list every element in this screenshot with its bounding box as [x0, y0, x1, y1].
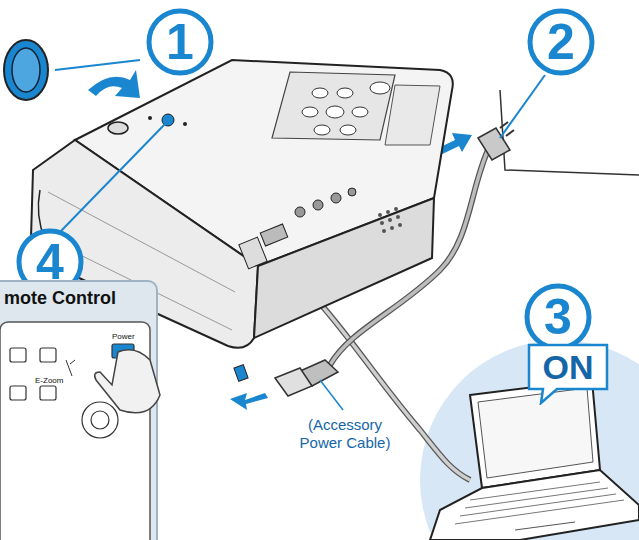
wall-plug — [478, 122, 514, 160]
callout-circle: 2 — [527, 8, 595, 76]
status-text: ON — [527, 343, 609, 391]
remote-divider — [66, 360, 75, 376]
wall-outlet — [500, 90, 639, 175]
callout-number: 2 — [527, 8, 595, 76]
cable-label: (Accessory Power Cable) — [290, 416, 400, 452]
callout-number: 1 — [146, 8, 214, 76]
callout-circle: 3 — [524, 283, 592, 351]
remove-arrow — [88, 70, 140, 98]
speech-callout: ON — [527, 343, 609, 391]
leader-line — [500, 75, 545, 138]
button-label: E-Zoom — [35, 376, 63, 385]
button-label: Power — [112, 332, 135, 341]
callout-circle: 1 — [146, 8, 214, 76]
backdrop-circle — [420, 340, 639, 540]
leader-line — [55, 60, 140, 70]
insert-arrow — [230, 393, 268, 410]
panel-heading: mote Control — [4, 288, 116, 309]
leader-line — [320, 380, 343, 410]
leader-line — [60, 124, 165, 232]
callout-number: 3 — [524, 283, 592, 351]
hand — [95, 350, 160, 413]
laptop — [430, 380, 639, 540]
lens-cap — [4, 40, 48, 100]
